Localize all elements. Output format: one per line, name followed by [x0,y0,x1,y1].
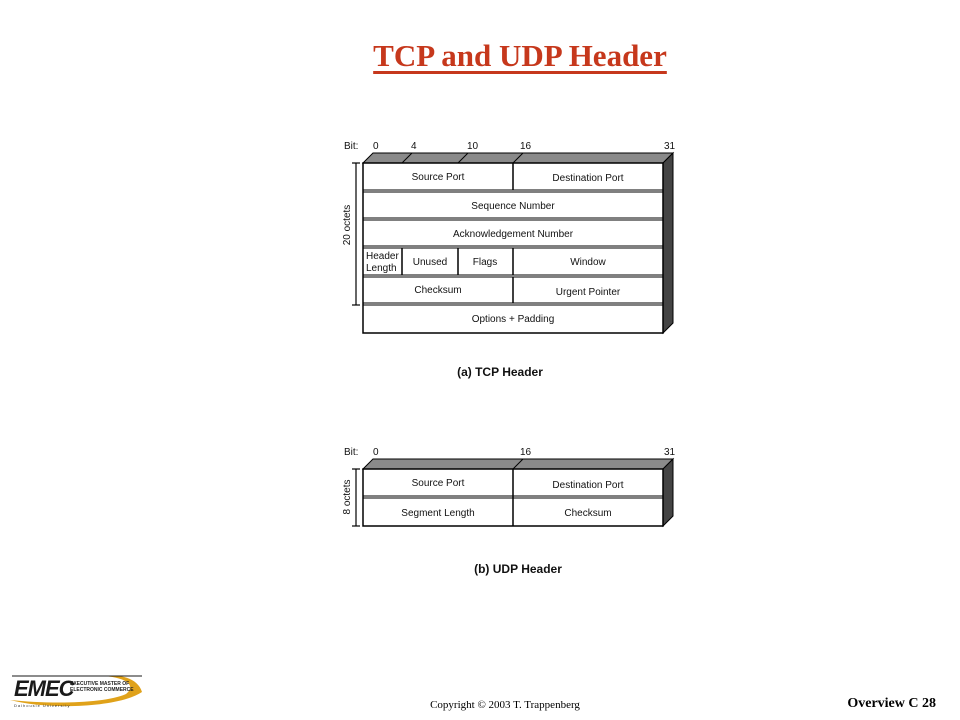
udp-octets-bracket [352,468,360,527]
tcp-octets-bracket [352,162,360,306]
tcp-header-diagram: Bit: 0 4 10 16 31 Sourc [340,141,676,379]
tcp-col-dividers [401,163,514,303]
udp-header-diagram: Bit: 0 16 31 Source Port Destination Por… [340,447,676,576]
udp-field-destination-port: Destination Port [552,480,623,491]
tcp-field-urgent-pointer: Urgent Pointer [556,287,621,298]
tcp-bit-16: 16 [520,141,532,152]
tcp-top-divider-10 [457,152,469,164]
emec-logo: EMEC EXECUTIVE MASTER OF ELECTRONIC COMM… [8,670,148,714]
udp-octets-label-bg [340,475,352,520]
udp-bit-31: 31 [664,447,676,458]
tcp-bit-0: 0 [373,141,379,152]
footer-copyright: Copyright © 2003 T. Trappenberg [430,699,580,711]
udp-bit-prefix: Bit: [344,447,358,458]
tcp-bit-4: 4 [411,141,417,152]
udp-octets-label: 8 octets [342,479,353,514]
udp-bit-16: 16 [520,447,532,458]
tcp-field-window: Window [570,257,606,268]
tcp-field-unused: Unused [413,257,447,268]
tcp-field-destination-port: Destination Port [552,173,623,184]
udp-field-checksum: Checksum [564,508,611,519]
udp-field-segment-length: Segment Length [401,508,474,519]
footer-page-number: Overview C 28 [847,696,936,711]
tcp-field-header-length-line1: Header [366,251,399,262]
tcp-bit-prefix: Bit: [344,141,358,152]
logo-sub-line1: EXECUTIVE MASTER OF [70,681,130,687]
udp-field-source-port: Source Port [412,478,465,489]
tcp-field-source-port: Source Port [412,172,465,183]
tcp-field-sequence-number: Sequence Number [471,201,555,212]
tcp-bit-10: 10 [467,141,479,152]
tcp-octets-label-bg [340,200,352,250]
logo-sub-line2: ELECTRONIC COMMERCE [70,687,134,693]
tcp-field-checksum: Checksum [414,285,461,296]
udp-top-divider-16 [512,458,524,470]
udp-caption: (b) UDP Header [474,562,562,576]
logo-swoosh [10,675,142,707]
tcp-top-divider-16 [512,152,524,164]
tcp-field-acknowledgement-number: Acknowledgement Number [453,229,574,240]
logo-main-text: EMEC [14,676,75,701]
tcp-field-flags: Flags [473,257,497,268]
logo-sub-text: EXECUTIVE MASTER OF ELECTRONIC COMMERCE [70,681,134,693]
tcp-caption: (a) TCP Header [457,365,543,379]
tcp-field-header-length-line2: Length [366,263,397,274]
tcp-field-options-padding: Options + Padding [472,314,555,325]
tcp-bit-31: 31 [664,141,676,152]
udp-right-face [662,457,674,528]
tcp-octets-label: 20 octets [342,205,353,246]
logo-bottom-text: Dalhousie University [14,703,71,708]
tcp-right-face [662,151,674,335]
slide-title: TCP and UDP Header [373,38,667,73]
udp-bit-0: 0 [373,447,379,458]
tcp-top-divider-4 [401,152,413,164]
